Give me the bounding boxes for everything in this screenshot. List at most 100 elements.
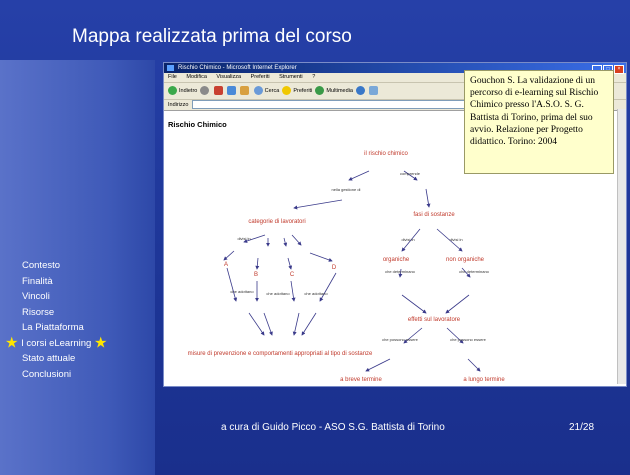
node-root: il rischio chimico <box>364 151 408 157</box>
edge <box>461 267 471 278</box>
forward-icon[interactable] <box>200 86 210 96</box>
star-icon: ★ <box>93 333 108 351</box>
nav-item-vincoli[interactable]: Vincoli <box>22 289 152 305</box>
browser-scrollbar[interactable] <box>617 109 626 384</box>
menu-modifica[interactable]: Modifica <box>186 74 207 80</box>
edge <box>365 358 391 372</box>
mail-icon[interactable] <box>368 86 378 96</box>
nav-item-contesto[interactable]: Contesto <box>22 258 152 274</box>
edge <box>292 312 300 336</box>
node-effetti: effetti sul lavoratore <box>408 317 461 323</box>
nav-item-conclusioni[interactable]: Conclusioni <box>22 367 152 383</box>
address-label: Indirizzo <box>168 102 189 108</box>
edge <box>226 267 238 302</box>
menu-strumenti[interactable]: Strumenti <box>279 74 303 80</box>
browser-screenshot: Rischio Chimico - Microsoft Internet Exp… <box>163 62 627 387</box>
refresh-icon[interactable] <box>227 86 237 96</box>
node-organiche: organiche <box>383 257 410 263</box>
edge <box>446 327 464 344</box>
edge <box>287 257 293 270</box>
page-number: 21/28 <box>569 422 595 433</box>
link-divisi: divisi in <box>449 237 462 242</box>
edge <box>301 312 317 336</box>
node-misure: misure di prevenzione e comportamenti ap… <box>188 351 373 357</box>
edge <box>291 234 302 246</box>
nav-item-label: Conclusioni <box>22 368 72 380</box>
edge <box>403 170 418 181</box>
edge <box>293 199 343 210</box>
ie-logo-icon <box>167 65 174 71</box>
edge <box>263 312 273 336</box>
left-panel <box>0 60 155 475</box>
link-che-adottano: che adottano <box>304 291 328 296</box>
menu-preferiti[interactable]: Preferiti <box>250 74 270 80</box>
search-icon[interactable] <box>253 86 263 96</box>
slide-footer: a cura di Guido Picco - ASO S.G. Battist… <box>221 422 445 433</box>
link-che-possono: che possono essere <box>450 337 487 342</box>
node-b: B <box>254 272 258 278</box>
node-lungo: a lungo termine <box>463 377 505 383</box>
history-icon[interactable] <box>356 86 366 96</box>
node-a: A <box>224 262 228 268</box>
link-che-possono: che possono essere <box>382 337 419 342</box>
link-che-determinano: che determinano <box>385 269 416 274</box>
nav-item-label: I corsi eLearning <box>21 337 92 349</box>
browser-window-title: Rischio Chimico - Microsoft Internet Exp… <box>178 65 297 71</box>
node-non-organiche: non organiche <box>446 257 485 263</box>
edge <box>445 294 470 314</box>
concept-map: il rischio chimico categorie di lavorato… <box>188 151 506 383</box>
browser-menubar: File Modifica Visualizza Preferiti Strum… <box>164 73 626 83</box>
edge <box>223 250 235 261</box>
close-icon[interactable]: × <box>614 65 624 74</box>
search-label[interactable]: Cerca <box>264 88 280 94</box>
nav-item-corsi-elearning[interactable]: ★ I corsi eLearning ★ <box>5 333 135 352</box>
stop-icon[interactable] <box>214 86 224 96</box>
nav-item-label: La Piattaforma <box>22 322 84 333</box>
concept-map-nodes: il rischio chimico categorie di lavorato… <box>188 151 506 383</box>
node-d: D <box>332 265 337 271</box>
menu-help[interactable]: ? <box>312 74 316 80</box>
link-divisi: divisi in <box>237 236 250 241</box>
link-comprende: comprende <box>400 171 421 176</box>
nav-item-risorse[interactable]: Risorse <box>22 305 152 321</box>
node-c: C <box>290 272 295 278</box>
edge <box>283 237 288 247</box>
link-che-determinano: che determinano <box>459 269 490 274</box>
nav-item-stato-attuale[interactable]: Stato attuale <box>22 351 152 367</box>
edge <box>425 188 431 208</box>
node-categorie: categorie di lavoratori <box>248 219 305 225</box>
edge <box>319 272 337 302</box>
back-icon[interactable] <box>168 86 177 96</box>
edge <box>248 312 265 336</box>
edge <box>436 228 463 252</box>
menu-visualizza[interactable]: Visualizza <box>216 74 242 80</box>
slide-nav: Contesto Finalità Vincoli Risorse La Pia… <box>5 258 152 383</box>
link-che-adottano: che adottano <box>266 291 290 296</box>
back-label[interactable]: Indietro <box>179 88 198 94</box>
link-divisi: divisi in <box>401 237 414 242</box>
edge <box>401 228 421 252</box>
edge <box>290 280 296 302</box>
media-label[interactable]: Multimedia <box>326 88 353 94</box>
nav-item-piattaforma[interactable]: La Piattaforma <box>22 320 152 336</box>
concept-map-edges <box>223 170 481 372</box>
menu-file[interactable]: File <box>168 74 177 80</box>
nav-item-label: Vincoli <box>22 291 50 302</box>
media-icon[interactable] <box>315 86 325 96</box>
page-heading: Rischio Chimico <box>168 120 227 129</box>
concept-map-link-labels: comprende nella gestione di divisi in di… <box>230 171 489 342</box>
edge <box>255 257 260 270</box>
home-icon[interactable] <box>239 86 249 96</box>
star-icon: ★ <box>5 333 19 351</box>
edge <box>243 234 266 243</box>
edge <box>401 294 427 314</box>
edge <box>398 268 403 278</box>
citation-note: Gouchon S. La validazione di un percorso… <box>464 70 614 174</box>
nav-item-finalita[interactable]: Finalità <box>22 274 152 290</box>
edge <box>467 358 481 372</box>
favorites-label[interactable]: Preferiti <box>293 88 313 94</box>
favorites-icon[interactable] <box>282 86 292 96</box>
slide-title: Mappa realizzata prima del corso <box>72 26 352 47</box>
edge <box>348 170 370 181</box>
nav-item-label: Risorse <box>22 306 55 318</box>
